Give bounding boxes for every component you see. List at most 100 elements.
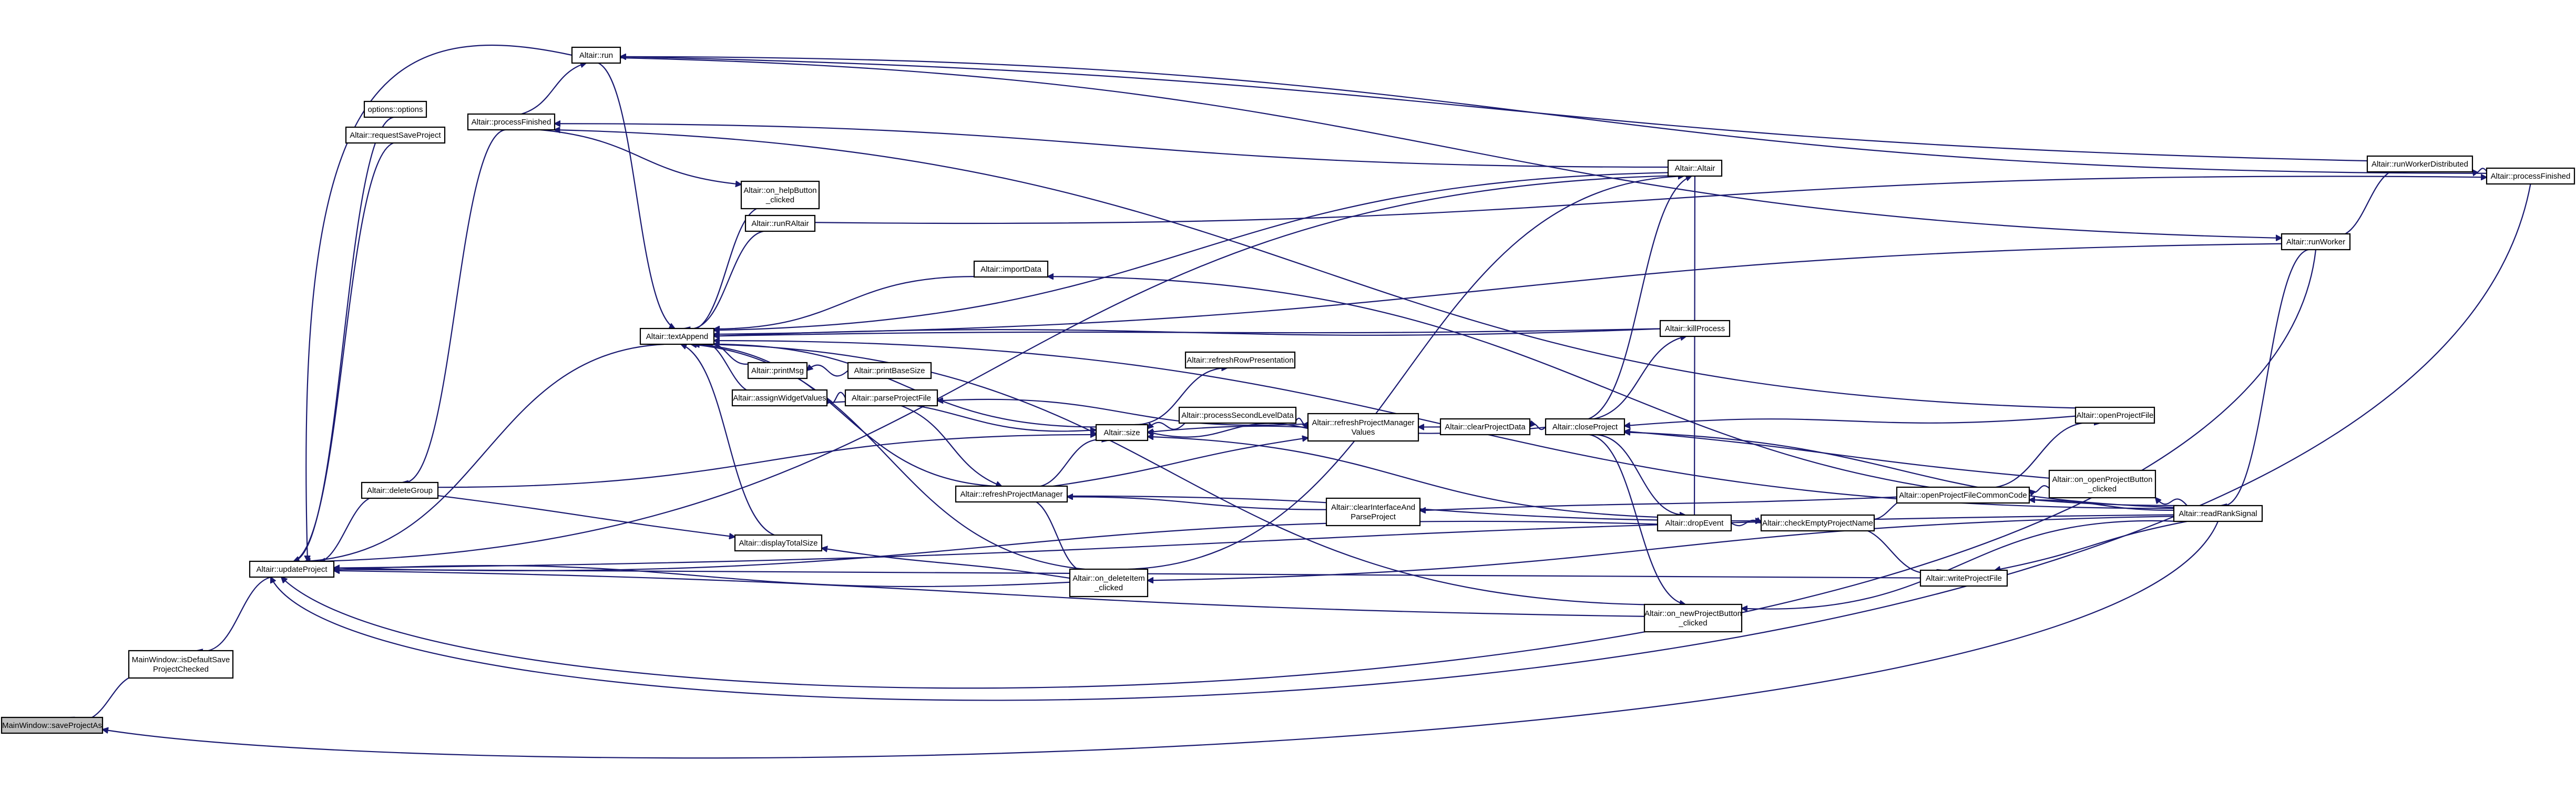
node-on-delete-item[interactable]: Altair::on_deleteItem_clicked (1069, 568, 1149, 598)
node-label: Altair::requestSaveProject (350, 131, 441, 140)
call-edge-run-worker-to-update-project (281, 249, 2317, 689)
call-edge-process-second-level-data-to-refresh-pm-values (1295, 417, 1308, 425)
call-edge-on-delete-item-to-altair-ctor (1128, 176, 1684, 570)
call-edge-size-to-refresh-row-presentation (1134, 368, 1227, 426)
call-edge-read-rankings-signal-to-close-project (1624, 432, 2174, 508)
node-save-project-as[interactable]: MainWindow::saveProjectAs (1, 716, 104, 734)
node-label: Altair::assignWidgetValues (733, 394, 826, 403)
node-refresh-project-manager[interactable]: Altair::refreshProjectManager (955, 485, 1068, 503)
node-box (2281, 233, 2351, 251)
node-label: Altair::runWorkerDistributed (2371, 160, 2468, 169)
call-edge-read-rankings-signal-to-update-project (334, 514, 2174, 568)
node-label: Altair::on_deleteItem (1072, 574, 1145, 583)
node-label: ParseProject (1351, 512, 1396, 521)
node-assign-widget-values[interactable]: Altair::assignWidgetValues (731, 389, 828, 407)
node-process-second-level-data[interactable]: Altair::processSecondLevelData (1178, 406, 1297, 424)
call-edge-read-rankings-signal-to-import-data (1048, 276, 2179, 507)
call-edge-print-base-size-to-print-msg (807, 365, 849, 377)
call-edge-display-total-size-to-text-append (681, 344, 775, 536)
node-print-base-size[interactable]: Altair::printBaseSize (847, 362, 932, 379)
node-size[interactable]: Altair::size (1095, 424, 1149, 441)
call-edge-request-save-project-to-update-project (294, 142, 394, 561)
call-edge-on-open-project-button-to-open-project-file-common (2029, 485, 2050, 492)
node-delete-group[interactable]: Altair::deleteGroup (361, 481, 439, 499)
call-edge-refresh-pm-values-to-size (1148, 423, 1309, 438)
node-request-save-project[interactable]: Altair::requestSaveProject (345, 126, 446, 144)
node-read-rankings-signal[interactable]: Altair::readRankSignal (2173, 505, 2263, 522)
node-run-worker-distributed[interactable]: Altair::runWorkerDistributed (2366, 155, 2473, 173)
call-edge-on-new-project-button-to-text-append (706, 344, 1645, 605)
node-altair-ctor[interactable]: Altair::Altair (1667, 159, 1723, 177)
node-box (1896, 486, 2030, 504)
call-edges (69, 45, 2531, 759)
node-text-append[interactable]: Altair::textAppend (639, 327, 715, 345)
node-process-finished-2[interactable]: Altair::processFinished (2486, 167, 2575, 185)
node-label: Altair::dropEvent (1665, 519, 1724, 528)
call-edge-run-r-altair-to-process-finished-2 (814, 176, 2487, 224)
node-label: Altair::printMsg (751, 366, 804, 375)
node-refresh-row-presentation[interactable]: Altair::refreshRowPresentation (1184, 351, 1296, 369)
node-run[interactable]: Altair::run (571, 46, 621, 64)
node-options[interactable]: options::options (363, 100, 427, 118)
node-label: Altair::on_openProjectButton (2052, 475, 2153, 484)
node-box (1643, 603, 1743, 633)
node-on-open-project-button[interactable]: Altair::on_openProjectButton_clicked (2048, 469, 2156, 499)
node-on-new-project-button[interactable]: Altair::on_newProjectButton_clicked (1643, 603, 1743, 633)
call-edge-text-append-to-update-project (305, 343, 665, 561)
call-edge-on-delete-item-to-display-total-size (822, 548, 1070, 579)
call-edge-import-data-to-text-append (714, 276, 975, 329)
call-edge-read-rankings-signal-to-on-delete-item (1148, 516, 2174, 580)
node-label: Altair::processFinished (2491, 172, 2571, 181)
call-edge-run-to-run-worker (620, 57, 2282, 238)
function-nodes: MainWindow::saveProjectAs MainWindow::isD… (1, 46, 2575, 734)
node-label: Altair::textAppend (646, 332, 708, 341)
call-edge-close-project-to-altair-ctor (1588, 176, 1691, 420)
node-box (955, 485, 1068, 503)
node-label: Altair::writeProjectFile (1926, 574, 2002, 583)
node-box (2173, 505, 2263, 522)
node-open-project-file[interactable]: Altair::openProjectFile (2074, 406, 2155, 424)
node-open-project-file-common[interactable]: Altair::openProjectFileCommonCode (1896, 486, 2030, 504)
node-close-project[interactable]: Altair::closeProject (1545, 418, 1626, 436)
node-label: Altair::importData (980, 265, 1042, 274)
node-box (1095, 424, 1149, 441)
call-edge-open-project-file-to-close-project (1624, 415, 2076, 426)
call-edge-read-rankings-signal-to-write-project-file (1995, 520, 2187, 570)
node-box (1307, 413, 1419, 442)
node-label: Values (1352, 428, 1375, 437)
node-box (1, 716, 104, 734)
node-update-project[interactable]: Altair::updateProject (249, 560, 335, 578)
node-label: Altair::openProjectFile (2077, 411, 2154, 420)
call-edge-update-project-to-is-default-save (197, 576, 283, 652)
node-print-msg[interactable]: Altair::printMsg (747, 362, 808, 379)
call-edge-read-rankings-signal-to-on-open-project-button (2155, 498, 2187, 506)
node-check-empty-project-name[interactable]: Altair::checkEmptyProjectName (1760, 514, 1875, 532)
node-clear-project-data[interactable]: Altair::clearProjectData (1439, 418, 1531, 436)
call-edge-open-project-file-to-process-finished (555, 130, 2076, 409)
node-write-project-file[interactable]: Altair::writeProjectFile (1919, 569, 2008, 587)
node-run-worker[interactable]: Altair::runWorker (2281, 233, 2351, 251)
node-label: Altair::clearProjectData (1445, 423, 1526, 432)
node-process-finished[interactable]: Altair::processFinished (467, 113, 556, 131)
node-display-total-size[interactable]: Altair::displayTotalSize (734, 534, 823, 552)
call-edge-kill-process-to-text-append (714, 328, 1661, 336)
node-parse-project-file[interactable]: Altair::parseProjectFile (844, 389, 938, 407)
call-edge-run-worker-distributed-to-run (620, 57, 2368, 162)
call-edge-process-finished-2-to-update-project (271, 183, 2531, 701)
node-label: Altair::processFinished (472, 118, 551, 127)
node-on-help-button[interactable]: Altair::on_helpButton_clicked (740, 180, 820, 210)
node-import-data[interactable]: Altair::importData (973, 260, 1049, 278)
node-label: Altair::killProcess (1665, 324, 1725, 333)
node-drop-event[interactable]: Altair::dropEvent (1657, 514, 1732, 532)
node-box (467, 113, 556, 131)
node-label: Altair::on_newProjectButton (1644, 609, 1742, 618)
node-kill-process[interactable]: Altair::killProcess (1659, 320, 1731, 337)
call-edge-run-worker-to-text-append (714, 243, 2282, 334)
node-box (345, 126, 446, 144)
call-edge-drop-event-to-update-project (334, 520, 1658, 571)
node-run-r-altair[interactable]: Altair::runRAltair (744, 214, 816, 232)
